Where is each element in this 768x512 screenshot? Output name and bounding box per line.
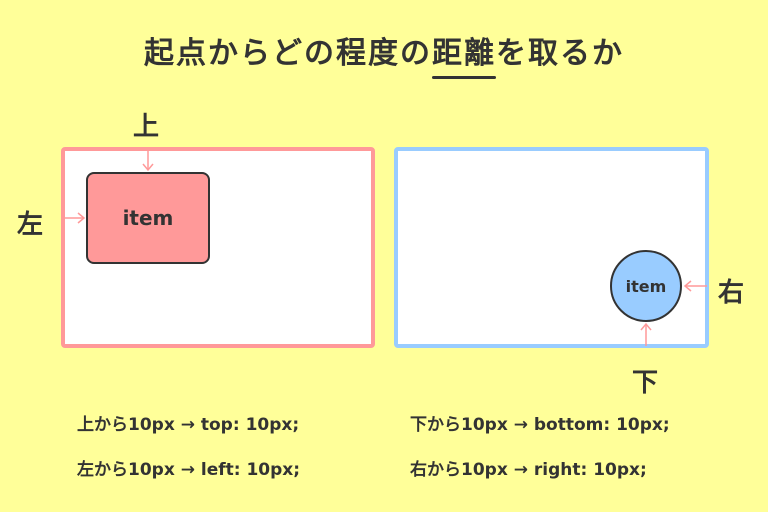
explanation-left: 左から10px → left: 10px; bbox=[77, 460, 301, 480]
page-title: 起点からどの程度の距離を取るか bbox=[0, 28, 768, 72]
explanation-right: 右から10px → right: 10px; bbox=[410, 460, 647, 480]
arrow-left-icon bbox=[683, 280, 707, 292]
left-label: 左 bbox=[17, 210, 44, 240]
arrow-up-icon bbox=[640, 322, 652, 346]
top-label: 上 bbox=[133, 112, 160, 142]
item-box: item bbox=[86, 172, 210, 264]
title-before: 起点からどの程度の bbox=[144, 36, 432, 71]
explanation-bottom: 下から10px → bottom: 10px; bbox=[410, 415, 670, 435]
explanation-top: 上から10px → top: 10px; bbox=[77, 415, 300, 435]
item-circle: item bbox=[610, 250, 682, 322]
item-label: item bbox=[122, 206, 174, 230]
title-underlined: 距離 bbox=[432, 36, 496, 71]
arrow-down-icon bbox=[142, 150, 154, 172]
bottom-label: 下 bbox=[632, 368, 659, 398]
title-after: を取るか bbox=[496, 36, 624, 71]
right-label: 右 bbox=[718, 278, 745, 308]
item-label: item bbox=[625, 276, 667, 296]
arrow-right-icon bbox=[64, 212, 86, 224]
